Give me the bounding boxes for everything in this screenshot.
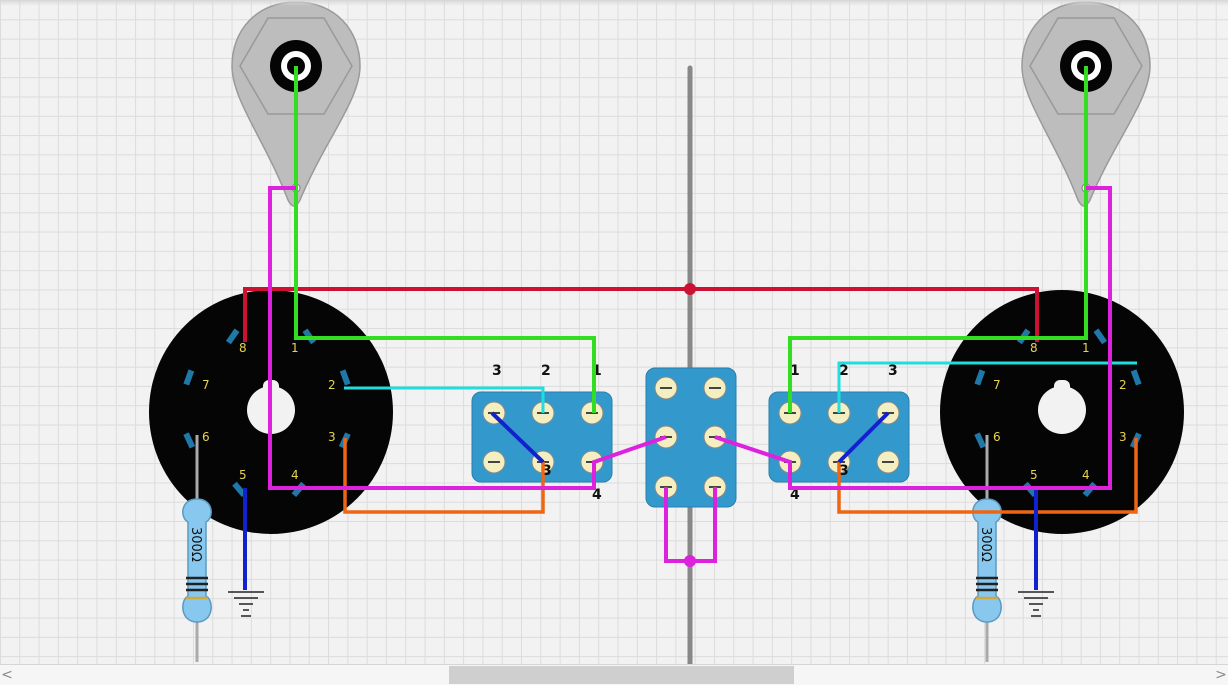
right-socket-pin-7: [974, 369, 986, 386]
left-switch-label-top-left: 3: [492, 363, 502, 379]
left-socket-pin-8: [225, 328, 240, 345]
left-socket-pin-2: [339, 369, 351, 386]
magenta-wire-right[interactable]: [714, 186, 1112, 490]
left-socket-label-8: 8: [239, 341, 247, 355]
right-switch[interactable]: 1 2 3 3 4: [768, 363, 910, 503]
left-switch-label-bottom-mid: 3: [542, 463, 552, 479]
right-socket-pin-1: [1093, 328, 1108, 345]
right-socket-label-2: 2: [1119, 378, 1127, 392]
right-socket-label-7: 7: [993, 378, 1001, 392]
left-socket-pin-6: [183, 432, 196, 449]
left-socket-label-6: 6: [202, 430, 210, 444]
right-resistor[interactable]: 300Ω: [972, 435, 1002, 662]
right-socket-pin-2: [1130, 369, 1142, 386]
right-ground-icon: [1018, 591, 1054, 617]
left-socket-label-1: 1: [291, 341, 299, 355]
right-resistor-label: 300Ω: [978, 527, 993, 562]
left-socket-label-3: 3: [328, 430, 336, 444]
right-socket-pin-6: [974, 432, 987, 449]
cyan-wire-right[interactable]: [837, 361, 1137, 413]
right-switch-label-bottom-mid: 3: [839, 463, 849, 479]
right-pot-hex-nut: [1029, 17, 1143, 115]
blue-jumper-right[interactable]: [837, 411, 890, 464]
left-socket-label-7: 7: [202, 378, 210, 392]
center-switch-body: [645, 367, 737, 508]
scroll-right-icon[interactable]: >: [1215, 667, 1227, 683]
left-socket-label-4: 4: [291, 468, 299, 482]
right-switch-label-bottom-left: 4: [790, 487, 800, 503]
blue-jumper-left[interactable]: [490, 411, 545, 464]
left-ground-icon: [228, 591, 264, 617]
schematic: 8 1 7 2 6 3 5 4 8 1 7 2 6: [149, 1, 1184, 667]
left-socket-pin-7: [183, 369, 195, 386]
scroll-left-icon[interactable]: <: [1, 667, 13, 683]
left-resistor-label: 300Ω: [188, 527, 203, 562]
red-junction: [684, 283, 696, 295]
left-switch-label-top-right: 1: [592, 363, 602, 379]
left-socket-label-5: 5: [239, 468, 247, 482]
cyan-wire-left[interactable]: [344, 386, 545, 413]
left-socket-label-2: 2: [328, 378, 336, 392]
magenta-wire-left[interactable]: [268, 186, 667, 490]
green-wire-left[interactable]: [294, 66, 596, 413]
right-socket-label-6: 6: [993, 430, 1001, 444]
right-socket-key: [1054, 380, 1070, 394]
right-switch-label-top-right: 3: [888, 363, 898, 379]
right-socket-label-3: 3: [1119, 430, 1127, 444]
horizontal-scrollbar[interactable]: < >: [0, 664, 1228, 685]
right-socket-label-4: 4: [1082, 468, 1090, 482]
magenta-junction: [684, 555, 696, 567]
green-wire-right[interactable]: [788, 66, 1088, 413]
left-resistor[interactable]: 300Ω: [182, 435, 212, 662]
left-switch-label-top-mid: 2: [541, 363, 551, 379]
left-pot-hex-nut: [239, 17, 353, 115]
scrollbar-thumb[interactable]: [449, 666, 794, 684]
canvas-top-shadow: [0, 0, 1228, 6]
red-wire[interactable]: [243, 287, 1039, 342]
right-socket-label-1: 1: [1082, 341, 1090, 355]
left-socket-pin-5: [232, 481, 247, 498]
right-socket-center-hole: [1038, 386, 1086, 434]
right-octal-socket[interactable]: 8 1 7 2 6 3 5 4: [940, 290, 1184, 534]
right-socket-label-5: 5: [1030, 468, 1038, 482]
right-socket-label-8: 8: [1030, 341, 1038, 355]
diagram-canvas[interactable]: 8 1 7 2 6 3 5 4 8 1 7 2 6: [0, 0, 1228, 667]
right-switch-label-top-mid: 2: [839, 363, 849, 379]
right-switch-label-top-left: 1: [790, 363, 800, 379]
left-switch-label-bottom-right: 4: [592, 487, 602, 503]
